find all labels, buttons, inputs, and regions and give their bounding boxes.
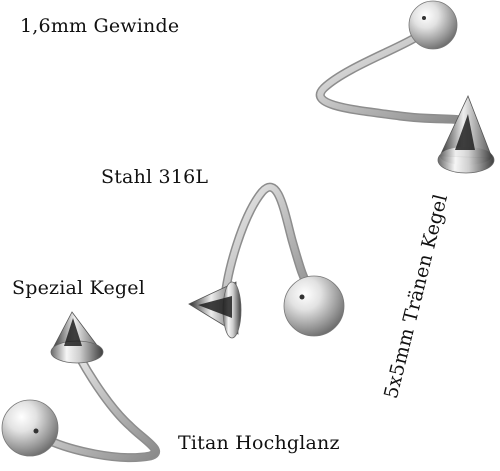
teardrop-cone [437,94,495,174]
spiral-bar [43,353,161,463]
steel-label: Stahl 316L [101,166,209,188]
cone [50,311,104,364]
spiral-cone-and-ball-lower [1,311,161,463]
titanium-label: Titan Hochglanz [178,432,340,454]
thread-label: 1,6mm Gewinde [20,15,180,37]
special-cone-label: Spezial Kegel [12,277,145,299]
ball [283,275,345,337]
ball [1,399,59,457]
spiral-ball-and-teardrop-cone [315,0,495,174]
spiral-cone-and-ball [188,182,345,339]
cone [188,281,242,339]
ball [408,0,458,50]
